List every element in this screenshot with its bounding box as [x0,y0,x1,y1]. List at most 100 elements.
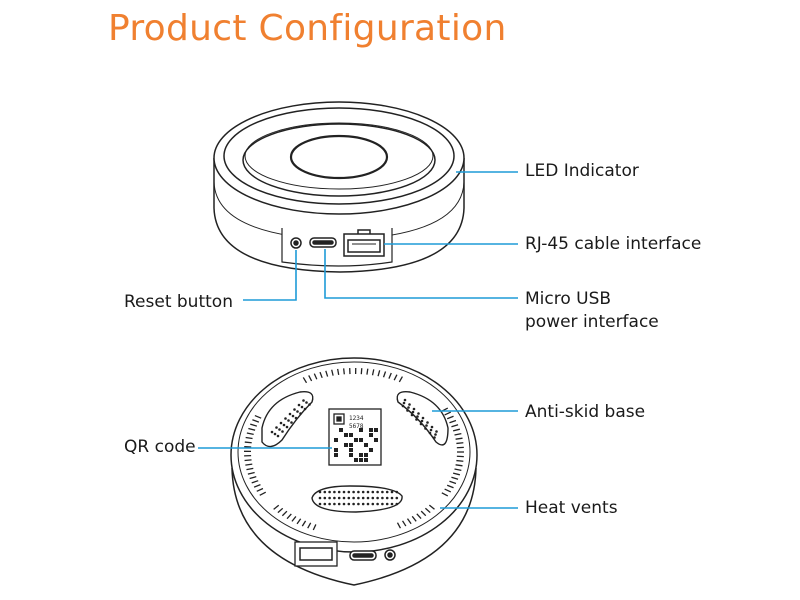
device-top-view [213,101,465,273]
pad-dot [287,419,290,422]
pad-dot [385,496,389,500]
pad-dot [352,490,355,494]
pad-dot [308,403,311,406]
pad-dot [357,496,360,500]
vent-slit [312,524,317,531]
vent-slit [343,368,345,375]
pad-dot [282,423,286,427]
vent-slit [337,368,340,375]
label-micro-usb-line2: power interface [525,312,659,332]
pad-dot [342,490,346,494]
qr-cell [369,448,373,452]
vent-slit [455,464,463,467]
vent-slit [401,520,407,527]
pad-dot [434,433,437,436]
vent-slit [444,488,452,493]
label-heat-vents: Heat vents [525,498,618,518]
pad-dot [337,490,341,494]
vent-slit [441,492,449,497]
pad-dot [270,430,274,434]
vent-slit [331,369,334,376]
vent-slit [248,427,256,431]
pad-dot [347,496,351,500]
anti-skid-texture [270,398,438,506]
vent-slit [416,513,422,520]
vent-slit [254,414,262,419]
vent-slit [377,370,381,377]
pad-dot [390,496,394,500]
vent-slit [451,476,459,480]
vent-slit [454,468,462,471]
pad-dot [425,424,428,427]
pad-dot [347,502,351,506]
pad-dot [290,421,293,424]
vent-slit [455,437,463,440]
pad-dot [395,496,399,500]
pad-dot [421,416,425,420]
pad-dot [429,428,433,432]
qr-cell [359,458,363,462]
pad-dot [416,415,419,418]
pad-dot [291,414,295,418]
pad-dot [385,490,389,494]
vent-slit [325,370,329,377]
pad-dot [361,502,365,506]
qr-cell [364,443,368,447]
vent-slit [245,463,253,466]
pad-dot [381,502,384,506]
pad-dot [361,490,365,494]
vent-slit [446,415,454,420]
qr-cell [349,453,353,457]
vent-slit [291,516,297,522]
vent-slit [277,507,284,514]
pad-dot [303,407,307,411]
pad-dot [279,421,283,425]
vent-slit [396,522,402,529]
pad-dot [366,490,370,494]
pad-dot [408,403,411,406]
pad-dot [419,422,423,426]
qr-cell [369,428,373,432]
pad-dot [357,502,360,506]
pad-dot [417,412,420,415]
pad-dot [411,410,415,414]
pad-dot [385,502,389,506]
qr-cell [364,458,368,462]
qr-cell [354,438,358,442]
pad-dot [276,434,280,438]
pad-dot [347,490,351,494]
pad-dot [366,496,370,500]
pad-dot [357,490,360,494]
heat-vents-icon [243,367,464,531]
vent-slit [245,436,253,440]
qr-cell [354,458,358,462]
vent-slit [302,377,308,384]
pad-dot [323,496,327,500]
pad-dot [352,496,355,500]
pad-dot [297,403,301,407]
pad-dot [361,496,365,500]
vent-slit [244,459,252,462]
vent-slit [388,372,392,379]
pad-dot [281,430,284,433]
vent-slit [424,507,431,514]
pad-dot [333,490,336,494]
vent-slit [296,518,302,525]
qr-cell [374,438,378,442]
pad-dot [381,496,384,500]
pad-dot [333,496,336,500]
qr-cell [364,453,368,457]
pad-dot [305,401,308,404]
vent-slit [454,433,462,436]
qr-cell [344,443,348,447]
pad-dot [430,425,434,429]
pad-dot [371,496,375,500]
qr-cell [349,448,353,452]
pad-dot [323,502,327,506]
vent-slit [251,480,259,484]
vent-slit [259,491,267,496]
qr-code-icon [334,428,378,462]
pad-dot [412,407,416,411]
pad-dot [435,430,438,433]
pad-dot [406,409,409,412]
